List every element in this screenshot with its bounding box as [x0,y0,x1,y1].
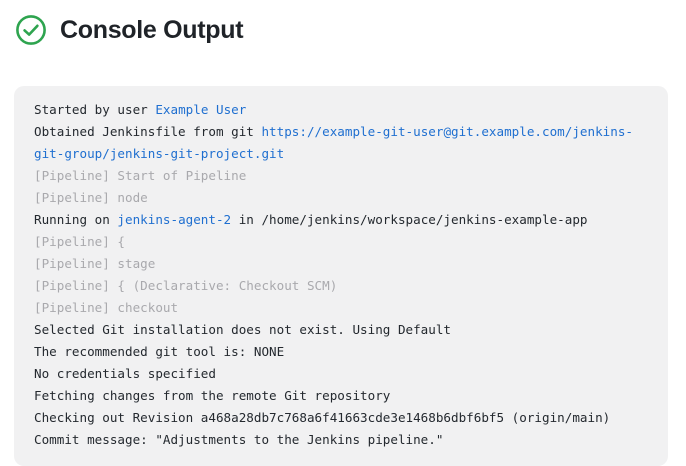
log-link[interactable]: Example User [155,102,247,117]
log-text: No credentials specified [34,366,216,381]
log-text: Started by user [34,102,156,117]
log-text: The recommended git tool is: NONE [34,344,285,359]
log-line: Started by user Example User [34,99,652,121]
log-text: [Pipeline] { (Declarative: Checkout SCM) [34,278,338,293]
log-text: Running on [34,212,118,227]
log-line: [Pipeline] Start of Pipeline [34,165,652,187]
page-header: Console Output [0,0,686,46]
log-text: Selected Git installation does not exist… [34,322,452,337]
log-text: Obtained Jenkinsfile from git [34,124,262,139]
log-line: Fetching changes from the remote Git rep… [34,385,652,407]
log-line: Checking out Revision a468a28db7c768a6f4… [34,407,652,429]
log-line: Commit message: "Adjustments to the Jenk… [34,429,652,451]
log-line: [Pipeline] checkout [34,297,652,319]
log-text: [Pipeline] stage [34,256,156,271]
log-text: [Pipeline] { [34,234,125,249]
check-circle-icon [14,13,48,47]
log-line: [Pipeline] stage [34,253,652,275]
log-text: Fetching changes from the remote Git rep… [34,388,391,403]
page-title: Console Output [60,15,244,44]
log-text: [Pipeline] checkout [34,300,179,315]
log-line: [Pipeline] node [34,187,652,209]
log-text: Checking out Revision a468a28db7c768a6f4… [34,410,611,425]
log-text: Commit message: "Adjustments to the Jenk… [34,432,444,447]
log-line: [Pipeline] { (Declarative: Checkout SCM) [34,275,652,297]
log-text: in /home/jenkins/workspace/jenkins-examp… [231,212,588,227]
log-line: Obtained Jenkinsfile from git https://ex… [34,121,652,165]
log-line: Selected Git installation does not exist… [34,319,652,341]
log-link[interactable]: jenkins-agent-2 [117,212,232,227]
log-text: [Pipeline] Start of Pipeline [34,168,247,183]
log-text: [Pipeline] node [34,190,148,205]
log-line: The recommended git tool is: NONE [34,341,652,363]
log-line: No credentials specified [34,363,652,385]
log-link[interactable]: https://example-git-user@git.example.com… [34,124,633,161]
log-line: [Pipeline] { [34,231,652,253]
log-line: Running on jenkins-agent-2 in /home/jenk… [34,209,652,231]
